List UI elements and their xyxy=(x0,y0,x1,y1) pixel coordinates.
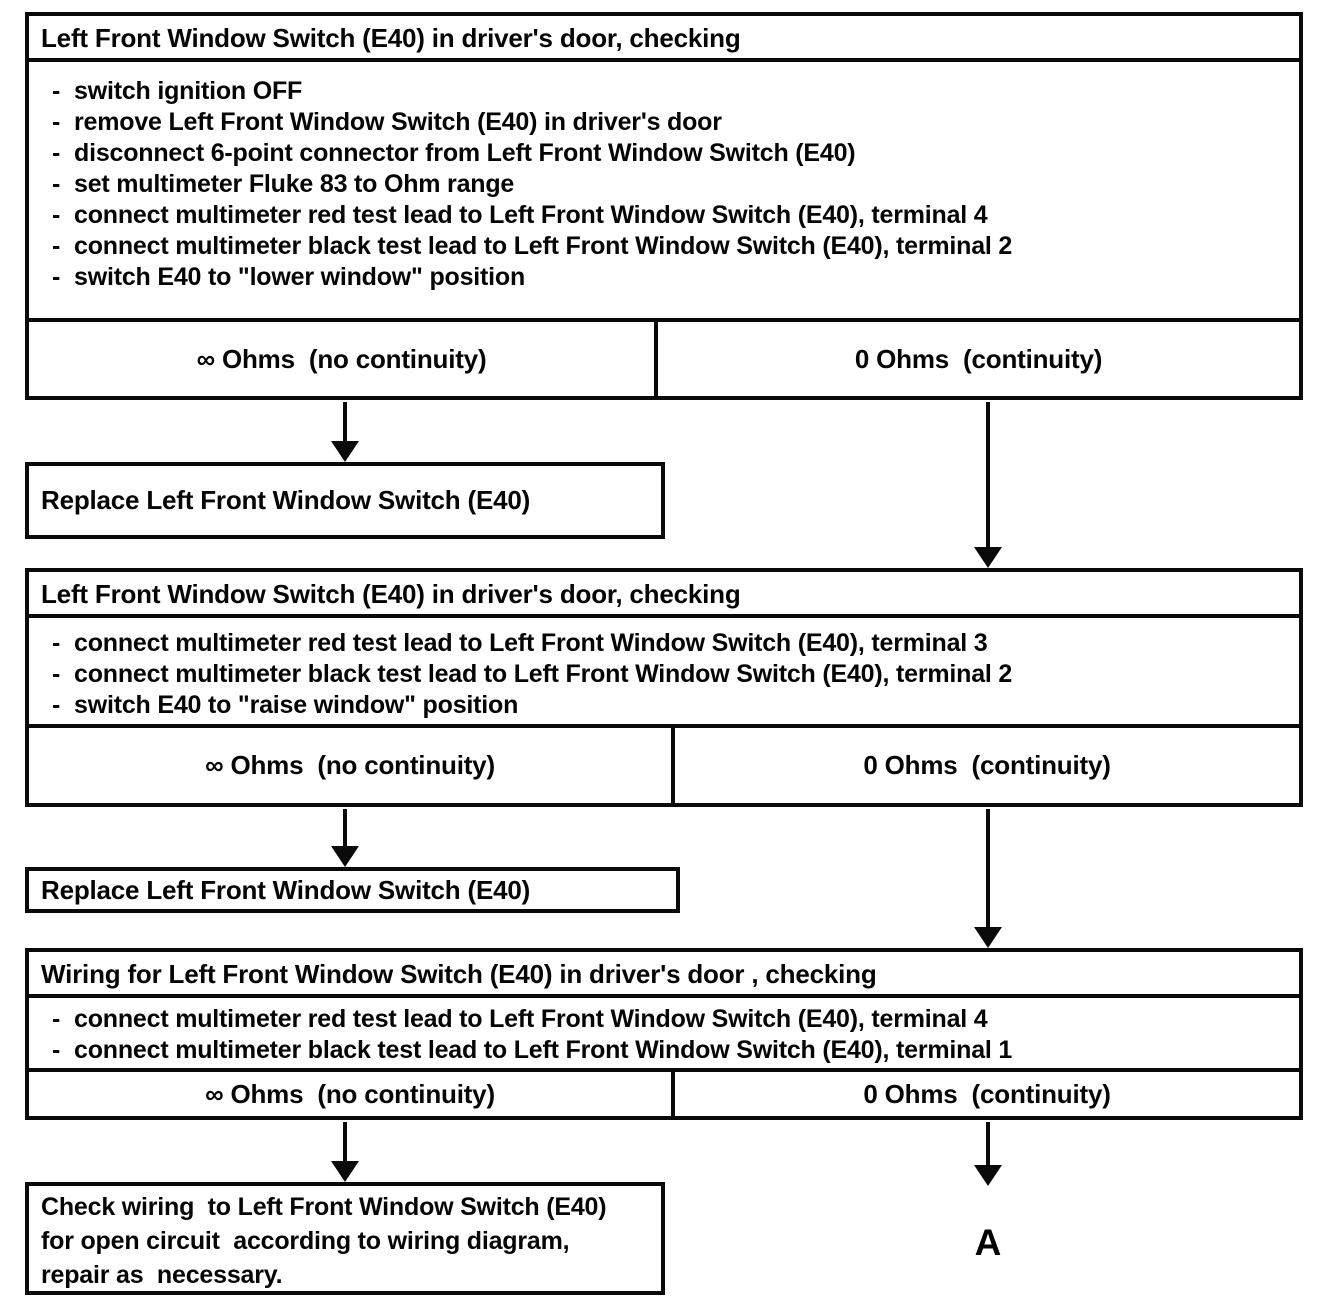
dash-bullet: - xyxy=(52,1005,61,1033)
result-no-continuity-cell: ∞ Ohms (no continuity) xyxy=(29,322,658,396)
block-title: Wiring for Left Front Window Switch (E40… xyxy=(29,952,1299,998)
arrow-shaft xyxy=(343,402,347,444)
arrow-head-icon xyxy=(974,1165,1002,1186)
step-text: set multimeter Fluke 83 to Ohm range xyxy=(74,170,515,198)
dash-bullet: - xyxy=(52,1036,61,1064)
arrow-down-no-continuity-1 xyxy=(330,402,360,462)
step-text: connect multimeter black test lead to Le… xyxy=(74,232,1013,260)
step-item: -connect multimeter black test lead to L… xyxy=(29,659,1299,690)
step-item: -connect multimeter red test lead to Lef… xyxy=(29,628,1299,659)
result-no-continuity-cell: ∞ Ohms (no continuity) xyxy=(29,1072,675,1116)
arrow-head-icon xyxy=(974,547,1002,568)
dash-bullet: - xyxy=(52,201,61,229)
arrow-shaft xyxy=(986,1122,990,1168)
step-item: -connect multimeter red test lead to Lef… xyxy=(29,200,1299,231)
step-item: -connect multimeter black test lead to L… xyxy=(29,231,1299,262)
step-text: switch E40 to "raise window" position xyxy=(74,691,519,719)
result-continuity-cell: 0 Ohms (continuity) xyxy=(854,343,1103,374)
step-item: -switch E40 to "lower window" position xyxy=(29,262,1299,293)
step-list: -switch ignition OFF -remove Left Front … xyxy=(29,62,1299,318)
step-list: -connect multimeter red test lead to Lef… xyxy=(29,998,1299,1068)
step-text: switch ignition OFF xyxy=(74,77,303,105)
step-item: -switch ignition OFF xyxy=(29,76,1299,107)
step-text: connect multimeter red test lead to Left… xyxy=(74,201,988,229)
step-text: disconnect 6-point connector from Left F… xyxy=(74,139,856,167)
replace-switch-box-2: Replace Left Front Window Switch (E40) xyxy=(25,867,680,913)
step-text: connect multimeter red test lead to Left… xyxy=(74,629,988,657)
dash-bullet: - xyxy=(52,77,61,105)
dash-bullet: - xyxy=(52,139,61,167)
result-row: ∞ Ohms (no continuity) 0 Ohms (continuit… xyxy=(29,1068,1299,1116)
arrow-down-continuity-1 xyxy=(973,402,1003,568)
dash-bullet: - xyxy=(52,232,61,260)
replace-switch-box-1: Replace Left Front Window Switch (E40) xyxy=(25,462,665,539)
arrow-shaft xyxy=(343,1122,347,1164)
arrow-down-continuity-3 xyxy=(973,1122,1003,1186)
dash-bullet: - xyxy=(52,660,61,688)
step-item: -connect multimeter black test lead to L… xyxy=(29,1035,1299,1066)
step-list: -connect multimeter red test lead to Lef… xyxy=(29,618,1299,724)
result-row: ∞ Ohms (no continuity) 0 Ohms (continuit… xyxy=(29,318,1299,396)
arrow-shaft xyxy=(343,809,347,849)
step-item: -connect multimeter red test lead to Lef… xyxy=(29,1004,1299,1035)
arrow-down-no-continuity-2 xyxy=(330,809,360,867)
arrow-head-icon xyxy=(974,927,1002,948)
dash-bullet: - xyxy=(52,691,61,719)
step-item: -remove Left Front Window Switch (E40) i… xyxy=(29,107,1299,138)
block-title: Left Front Window Switch (E40) in driver… xyxy=(29,16,1299,62)
arrow-down-no-continuity-3 xyxy=(330,1122,360,1182)
arrow-head-icon xyxy=(331,846,359,867)
result-continuity-cell: 0 Ohms (continuity) xyxy=(863,750,1111,780)
step-text: connect multimeter red test lead to Left… xyxy=(74,1005,988,1033)
result-continuity-cell: 0 Ohms (continuity) xyxy=(863,1078,1111,1109)
step-text: remove Left Front Window Switch (E40) in… xyxy=(74,108,722,136)
check-wiring-box: Check wiring to Left Front Window Switch… xyxy=(25,1182,665,1295)
step-text: connect multimeter black test lead to Le… xyxy=(74,1036,1013,1064)
dash-bullet: - xyxy=(52,170,61,198)
step-item: -switch E40 to "raise window" position xyxy=(29,690,1299,721)
step-text: connect multimeter black test lead to Le… xyxy=(74,660,1013,688)
result-row: ∞ Ohms (no continuity) 0 Ohms (continuit… xyxy=(29,724,1299,803)
step-item: -set multimeter Fluke 83 to Ohm range xyxy=(29,169,1299,200)
block-title: Left Front Window Switch (E40) in driver… xyxy=(29,572,1299,618)
step-item: -disconnect 6-point connector from Left … xyxy=(29,138,1299,169)
step-text: switch E40 to "lower window" position xyxy=(74,263,526,291)
arrow-shaft xyxy=(986,809,990,930)
dash-bullet: - xyxy=(52,108,61,136)
test-block-switch-raise-window: Left Front Window Switch (E40) in driver… xyxy=(25,568,1303,807)
dash-bullet: - xyxy=(52,629,61,657)
test-block-wiring-check: Wiring for Left Front Window Switch (E40… xyxy=(25,948,1303,1120)
result-no-continuity-cell: ∞ Ohms (no continuity) xyxy=(29,728,675,803)
arrow-head-icon xyxy=(331,1161,359,1182)
test-block-switch-lower-window: Left Front Window Switch (E40) in driver… xyxy=(25,12,1303,400)
dash-bullet: - xyxy=(52,263,61,291)
connector-a-label: A xyxy=(974,1222,1002,1263)
arrow-shaft xyxy=(986,402,990,550)
arrow-head-icon xyxy=(331,441,359,462)
arrow-down-continuity-2 xyxy=(973,809,1003,948)
